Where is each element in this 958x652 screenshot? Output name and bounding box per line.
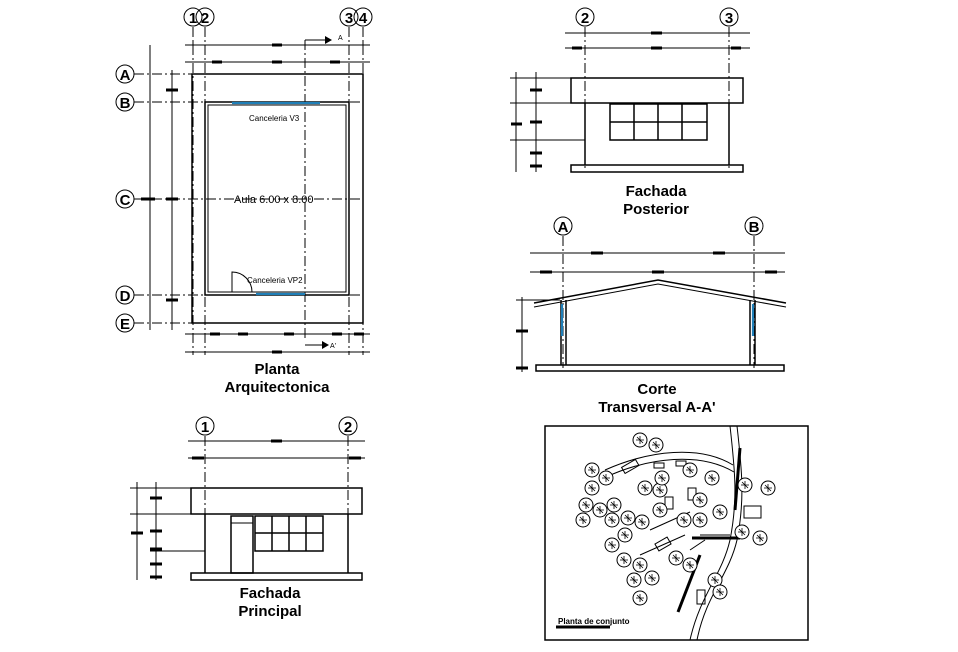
svg-text:1: 1 xyxy=(201,419,209,436)
svg-text:3: 3 xyxy=(345,10,353,27)
svg-text:1: 1 xyxy=(189,10,197,27)
axis-bubble-front-1: 1 xyxy=(195,416,215,436)
section-title-line2: Transversal A-A' xyxy=(598,399,715,416)
door-swing-icon xyxy=(231,271,253,293)
svg-text:A': A' xyxy=(330,343,336,350)
front-title-line2: Principal xyxy=(238,603,301,620)
axis-bubble-3: 3 xyxy=(339,7,359,27)
site-plan-label: Planta de conjunto xyxy=(558,617,630,626)
axis-bubble-2: 2 xyxy=(195,7,215,27)
axis-bubble-A: A xyxy=(115,64,135,84)
axis-bubble-4: 4 xyxy=(353,7,373,27)
svg-text:D: D xyxy=(120,288,131,305)
svg-text:A: A xyxy=(338,35,343,42)
rear-title-line1: Fachada xyxy=(626,183,688,200)
axis-bubble-C: C xyxy=(115,189,135,209)
section-title-line1: Corte xyxy=(637,381,676,398)
site-plan-frame xyxy=(544,425,809,641)
axis-bubble-B: B xyxy=(115,92,135,112)
svg-text:2: 2 xyxy=(344,419,352,436)
front-window-grid xyxy=(254,515,324,552)
svg-text:2: 2 xyxy=(201,10,209,27)
rear-title-line2: Posterior xyxy=(623,201,689,218)
cross-section-drawing: A B Corte Transversal A-A' xyxy=(516,216,787,416)
floor-plan-drawing: 1 2 3 4 A xyxy=(115,7,373,396)
site-trees xyxy=(575,432,776,606)
axis-bubble-1: 1 xyxy=(183,7,203,27)
front-elevation-drawing: 1 2 xyxy=(130,416,365,620)
plan-title-line1: Planta xyxy=(254,361,300,378)
door-label: Canceleria VP2 xyxy=(247,276,303,285)
rear-window-grid xyxy=(609,103,708,141)
window-label: Canceleria V3 xyxy=(249,114,300,123)
svg-text:E: E xyxy=(120,316,130,333)
site-plan-drawing: Planta de conjunto xyxy=(544,425,809,641)
svg-text:3: 3 xyxy=(725,10,733,27)
axis-bubble-rear-3: 3 xyxy=(719,7,739,27)
front-title-line1: Fachada xyxy=(240,585,302,602)
axis-bubble-section-A: A xyxy=(553,216,573,236)
axis-bubble-section-B: B xyxy=(744,216,764,236)
svg-text:A: A xyxy=(558,219,569,236)
svg-text:C: C xyxy=(120,192,131,209)
axis-bubble-front-2: 2 xyxy=(338,416,358,436)
rear-elevation-drawing: 2 3 xyxy=(510,7,750,218)
axis-bubble-D: D xyxy=(115,285,135,305)
front-door xyxy=(230,515,254,574)
svg-text:4: 4 xyxy=(359,10,368,27)
plan-title-line2: Arquitectonica xyxy=(224,379,330,396)
svg-text:B: B xyxy=(749,219,760,236)
room-label: Aula 6.00 x 8.00 xyxy=(234,194,314,206)
axis-bubble-rear-2: 2 xyxy=(575,7,595,27)
svg-text:B: B xyxy=(120,95,131,112)
axis-bubble-E: E xyxy=(115,313,135,333)
svg-text:2: 2 xyxy=(581,10,589,27)
svg-text:A: A xyxy=(120,67,131,84)
